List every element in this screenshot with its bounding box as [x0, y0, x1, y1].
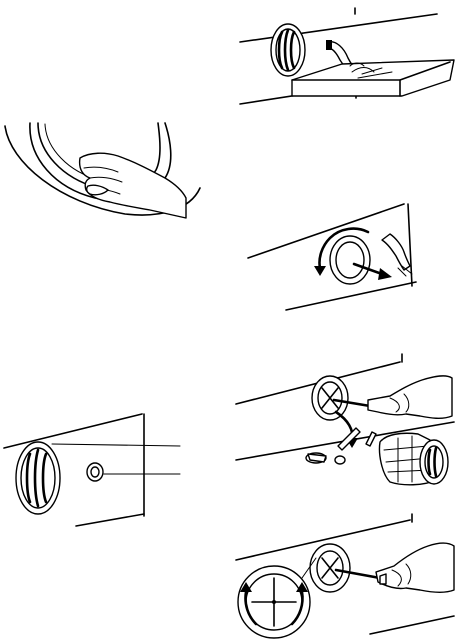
rotate-filter-drawing [244, 182, 419, 314]
figure-drain-tray [232, 0, 455, 110]
figure-rotate-filter [244, 182, 419, 314]
callout-panel-drawing [0, 404, 190, 540]
figure-open-hatch [0, 118, 205, 228]
clean-filter-drawing [230, 350, 455, 500]
reinsert-filter-drawing [230, 508, 455, 641]
figure-clean-filter [230, 350, 455, 500]
open-hatch-drawing [0, 118, 205, 228]
drain-tray-drawing [232, 0, 455, 110]
figure-reinsert-filter [230, 508, 455, 641]
figure-callout-panel [0, 404, 190, 540]
